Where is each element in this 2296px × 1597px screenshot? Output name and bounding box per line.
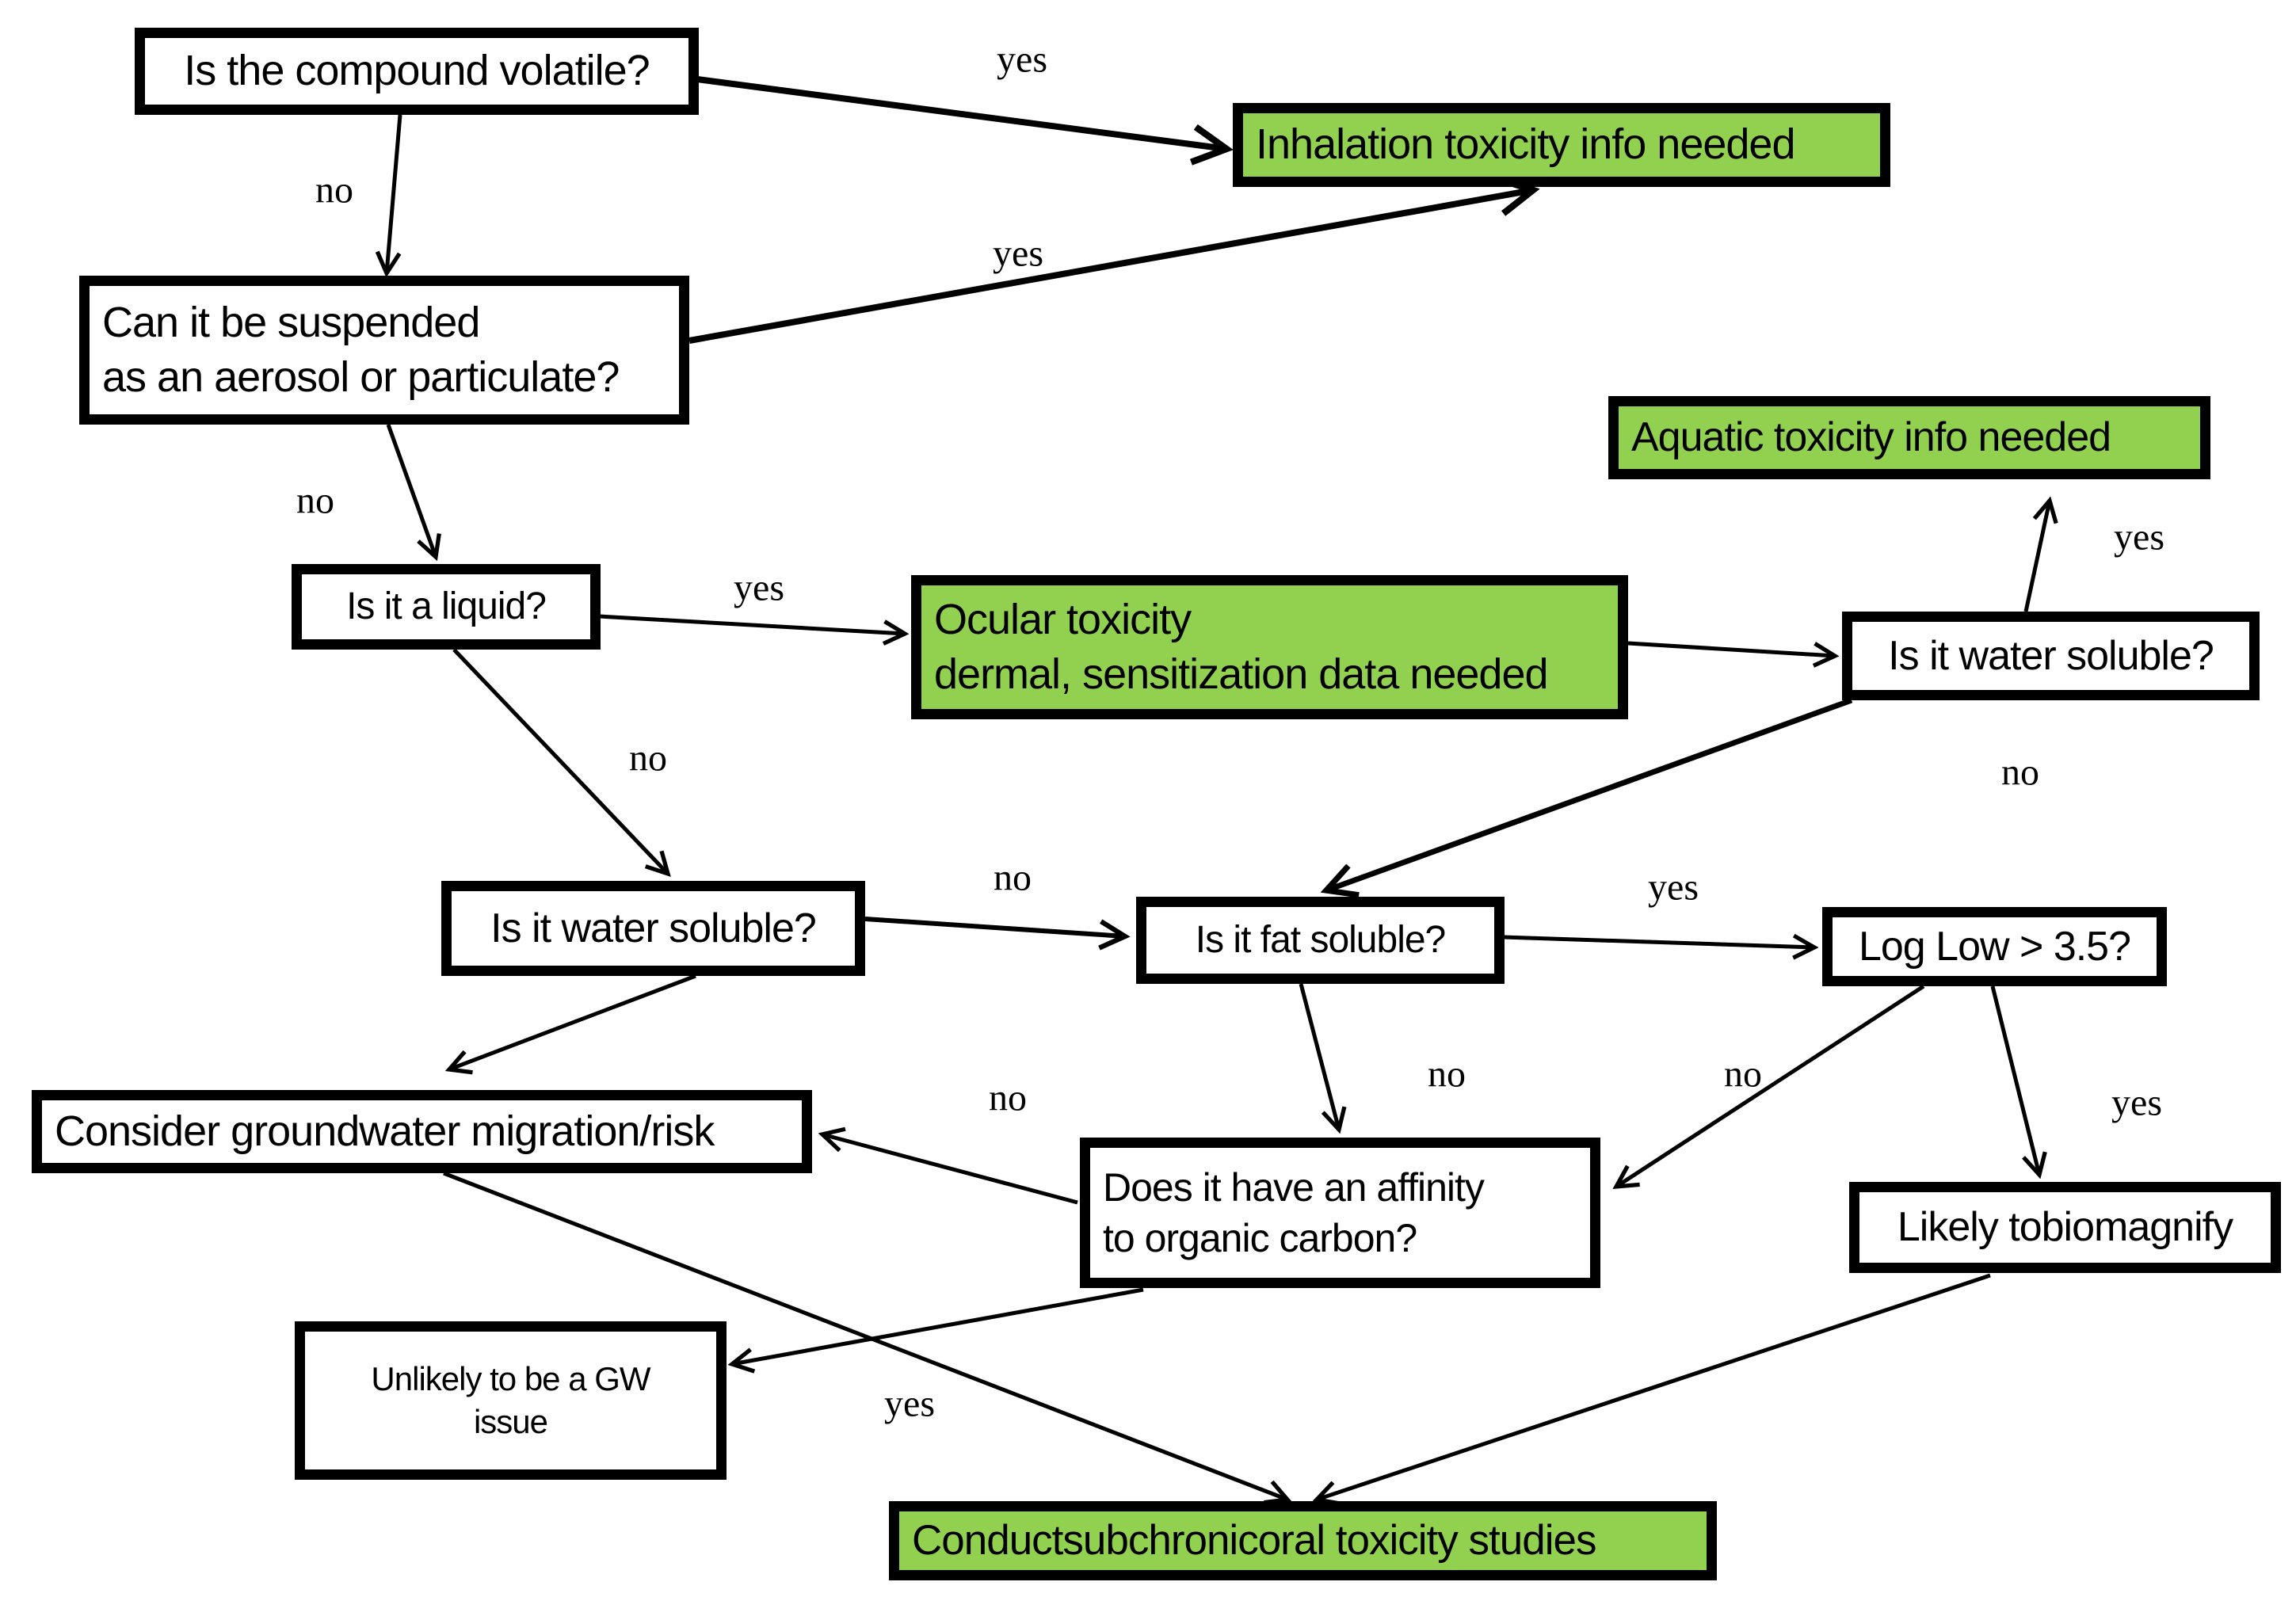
node-text-log-low: Log Low > 3.5? [1858,923,2131,970]
node-conduct-subchronic: Conductsubchronicoral toxicity studies [889,1501,1717,1580]
node-text-conduct-subchronic: Conductsubchronicoral toxicity studies [912,1517,1596,1565]
edge-label-water-left-no: no [994,856,1032,899]
node-fat-soluble: Is it fat soluble? [1136,897,1505,984]
edge-label-loglow-yes: yes [2111,1081,2162,1124]
edge-water-right-no [1326,697,1853,890]
node-text-aquatic-toxicity: Aquatic toxicity info needed [1631,414,2111,461]
node-likely-biomagnify: Likely tobiomagnify [1849,1182,2281,1273]
node-inhalation-toxicity: Inhalation toxicity info needed [1233,103,1890,187]
node-is-it-a-liquid: Is it a liquid? [292,564,601,650]
edge-biomagnify-to-conduct [1317,1273,1991,1500]
node-can-be-suspended: Can it be suspended as an aerosol or par… [79,276,689,425]
edge-label-affinity-no: no [989,1077,1027,1119]
edge-volatile-yes [696,76,1226,149]
node-text-ocular-dermal-toxicity: Ocular toxicity dermal, sensitization da… [934,595,1549,698]
edge-affinity-yes [732,1287,1144,1364]
edge-label-volatile-no: no [315,169,353,212]
node-text-can-be-suspended: Can it be suspended as an aerosol or par… [102,298,620,401]
node-is-compound-volatile: Is the compound volatile? [135,28,699,115]
edge-water-left-no [864,917,1125,936]
node-text-is-it-a-liquid: Is it a liquid? [346,585,547,628]
node-unlikely-gw-issue: Unlikely to be a GW issue [295,1321,727,1480]
node-text-fat-soluble: Is it fat soluble? [1195,919,1447,962]
node-text-unlikely-gw-issue: Unlikely to be a GW issue [371,1360,650,1440]
edge-loglow-no [1616,984,1925,1187]
edge-water-right-yes [2023,501,2050,612]
node-text-consider-groundwater: Consider groundwater migration/risk [55,1107,715,1155]
edge-label-loglow-no: no [1724,1053,1762,1096]
edge-label-affinity-yes: yes [884,1382,935,1425]
edge-water-left-to-groundwater [449,974,696,1069]
edge-volatile-no [387,114,402,273]
edge-suspended-yes [688,190,1533,344]
edge-label-volatile-yes: yes [997,38,1047,81]
edge-label-liquid-yes: yes [734,566,784,609]
edge-label-suspended-no: no [296,479,334,522]
node-text-likely-biomagnify: Likely tobiomagnify [1897,1204,2233,1251]
node-text-affinity-organic-carbon: Does it have an affinity to organic carb… [1103,1165,1485,1260]
edge-suspended-no [386,424,436,557]
edge-label-suspended-yes: yes [993,232,1043,275]
node-aquatic-toxicity: Aquatic toxicity info needed [1608,396,2210,479]
edge-label-water-right-yes: yes [2114,516,2164,558]
edge-label-fat-no: no [1428,1053,1466,1096]
node-water-soluble-right: Is it water soluble? [1842,612,2260,700]
edge-groundwater-to-conduct [443,1171,1287,1500]
node-text-is-compound-volatile: Is the compound volatile? [184,47,650,95]
edge-affinity-no [822,1134,1078,1205]
edge-fat-yes [1504,937,1814,947]
node-affinity-organic-carbon: Does it have an affinity to organic carb… [1080,1138,1600,1288]
node-text-water-soluble-left: Is it water soluble? [490,905,817,951]
node-consider-groundwater: Consider groundwater migration/risk [32,1090,812,1173]
edge-liquid-yes [598,614,905,634]
edge-liquid-no [452,648,668,874]
edge-label-liquid-no: no [629,737,667,779]
edge-loglow-yes [1990,985,2039,1175]
node-ocular-dermal-toxicity: Ocular toxicity dermal, sensitization da… [911,575,1628,719]
node-text-inhalation-toxicity: Inhalation toxicity info needed [1256,120,1796,169]
edge-label-water-right-no: no [2001,751,2039,794]
edge-fat-no [1299,983,1339,1130]
edge-label-fat-yes: yes [1648,866,1699,909]
node-water-soluble-left: Is it water soluble? [441,881,865,976]
node-log-low: Log Low > 3.5? [1822,907,2167,986]
edge-ocular-to-water-soluble [1627,641,1835,656]
node-text-water-soluble-right: Is it water soluble? [1888,632,2214,679]
